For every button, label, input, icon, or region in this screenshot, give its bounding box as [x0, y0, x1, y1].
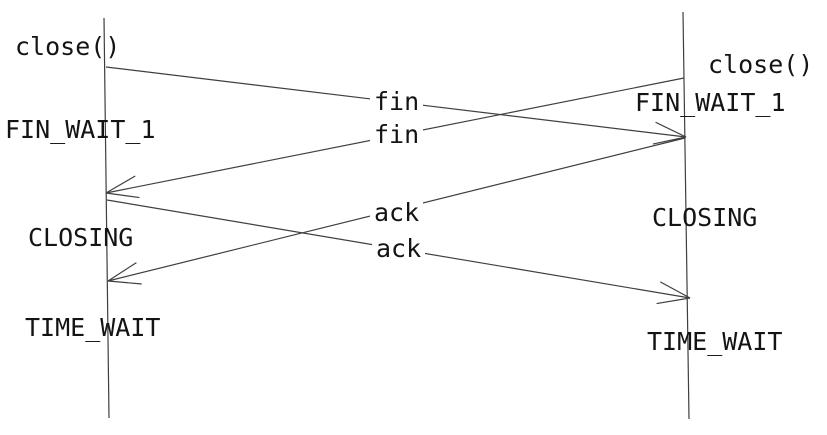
right-state-fin-wait-1: FIN_WAIT_1: [635, 88, 786, 117]
message-label-fin-2: fin: [370, 120, 424, 149]
right-close-call-label: close(): [708, 50, 814, 79]
left-state-closing: CLOSING: [28, 223, 134, 252]
left-state-fin-wait-1: FIN_WAIT_1: [5, 115, 156, 144]
left-timeline: [103, 17, 110, 419]
right-timeline: [682, 11, 690, 420]
message-label-ack-2: ack: [372, 234, 426, 263]
right-state-time-wait: TIME_WAIT: [647, 327, 783, 356]
left-state-time-wait: TIME_WAIT: [25, 313, 161, 342]
message-label-ack-1: ack: [370, 198, 424, 227]
right-state-closing: CLOSING: [652, 203, 758, 232]
message-label-fin-1: fin: [370, 87, 424, 116]
left-close-call-label: close(): [15, 32, 121, 61]
